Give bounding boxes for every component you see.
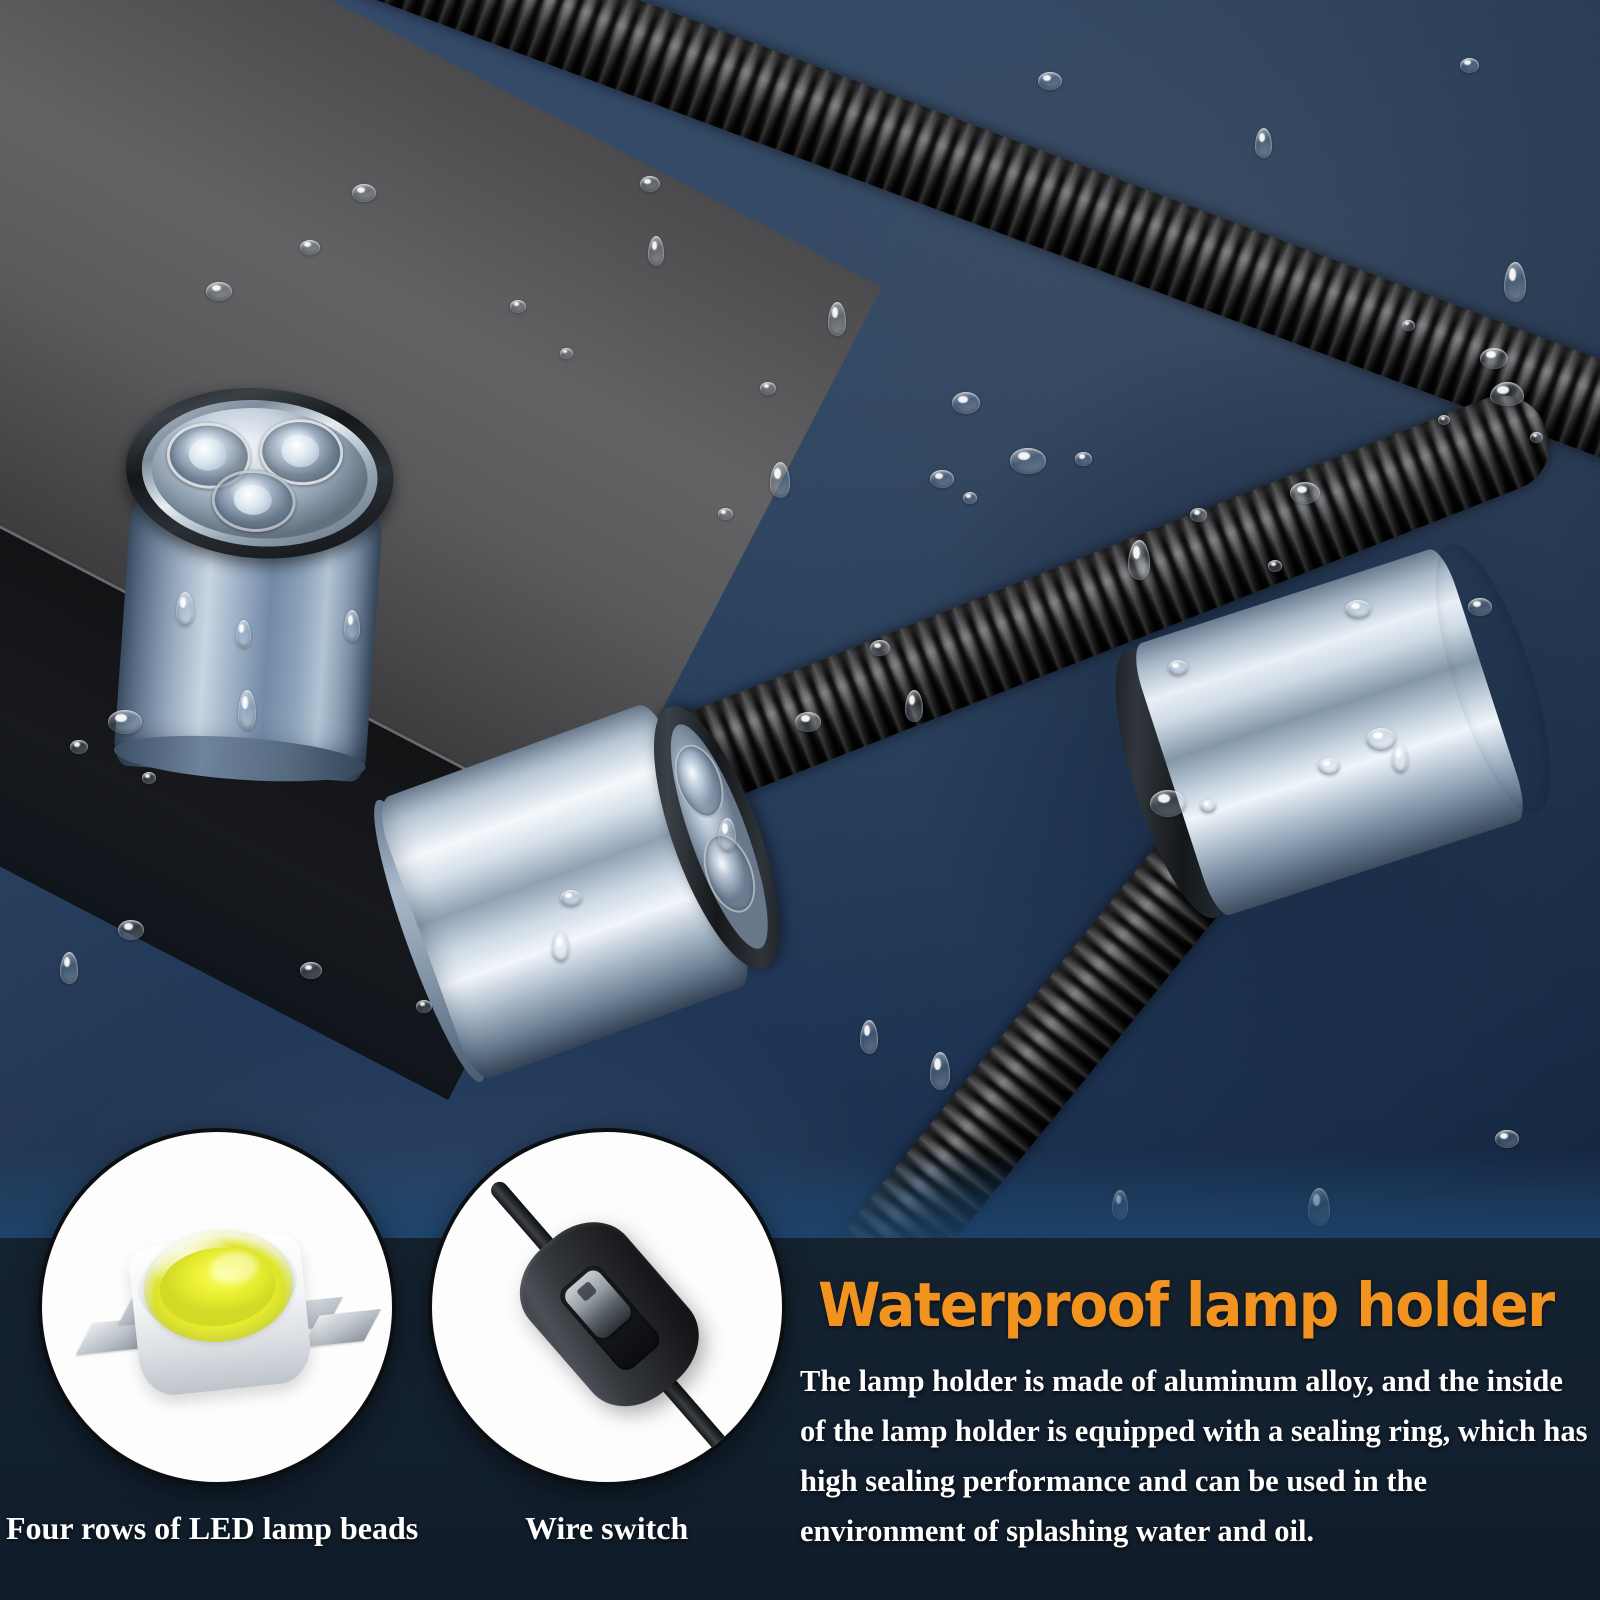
water-droplet: [905, 690, 923, 722]
inset-wire-switch: [428, 1128, 786, 1486]
water-droplet: [1366, 728, 1396, 751]
water-droplet: [552, 932, 569, 962]
caption-led-bead: Four rows of LED lamp beads: [6, 1510, 419, 1546]
water-droplet: [1290, 482, 1320, 504]
water-droplet: [795, 712, 821, 732]
water-droplet: [1010, 448, 1046, 474]
wire-switch-illustration: [432, 1132, 782, 1482]
water-droplet: [344, 610, 360, 642]
water-droplet: [300, 962, 322, 979]
led-bead-illustration: [73, 1200, 382, 1417]
water-droplet: [718, 508, 733, 520]
water-droplet: [860, 1020, 878, 1054]
water-droplet: [1268, 560, 1282, 572]
water-droplet: [1345, 600, 1371, 619]
caption-wire-switch: Wire switch: [525, 1510, 689, 1546]
water-droplet: [1530, 432, 1543, 443]
water-droplet: [300, 240, 320, 255]
water-droplet: [416, 1000, 432, 1013]
water-droplet: [1318, 758, 1340, 775]
water-droplet: [1504, 262, 1526, 302]
water-droplet: [1255, 128, 1272, 158]
water-droplet: [238, 690, 256, 730]
water-droplet: [206, 282, 232, 301]
water-droplet: [510, 300, 526, 313]
water-droplet: [352, 184, 376, 202]
water-droplet: [560, 890, 582, 907]
water-droplet: [1038, 72, 1062, 90]
water-droplet: [870, 640, 890, 656]
water-droplet: [60, 952, 78, 984]
water-droplet: [1075, 452, 1092, 466]
water-droplet: [1438, 415, 1450, 425]
water-droplet: [142, 772, 156, 784]
water-droplet: [952, 392, 980, 414]
water-droplet: [1468, 598, 1492, 616]
water-droplet: [760, 382, 776, 395]
water-droplet: [1150, 790, 1186, 817]
water-droplet: [1200, 800, 1216, 813]
water-droplet: [1190, 508, 1207, 522]
water-droplet: [640, 176, 660, 192]
water-droplet: [930, 1052, 950, 1090]
feature-heading: Waterproof lamp holder: [818, 1270, 1555, 1341]
water-droplet: [118, 920, 144, 940]
water-droplet: [1460, 58, 1479, 73]
water-droplet: [236, 620, 251, 648]
water-droplet: [718, 818, 736, 852]
water-droplet: [1402, 320, 1415, 331]
water-droplet: [770, 462, 790, 498]
water-droplet: [1490, 382, 1524, 406]
feature-body-text: The lamp holder is made of aluminum allo…: [800, 1364, 1588, 1548]
water-droplet: [963, 492, 977, 504]
water-droplet: [1392, 745, 1408, 773]
water-droplet: [648, 236, 664, 266]
water-droplet: [1480, 348, 1508, 369]
water-droplet: [560, 348, 573, 359]
water-droplet: [70, 740, 88, 754]
inset-led-bead: [38, 1128, 396, 1486]
water-droplet: [1128, 540, 1150, 580]
water-droplet: [176, 592, 194, 626]
water-droplet: [1495, 1130, 1519, 1148]
water-droplet: [1168, 660, 1188, 676]
water-droplet: [930, 470, 954, 488]
water-droplet: [108, 710, 142, 734]
water-droplet: [828, 302, 846, 336]
